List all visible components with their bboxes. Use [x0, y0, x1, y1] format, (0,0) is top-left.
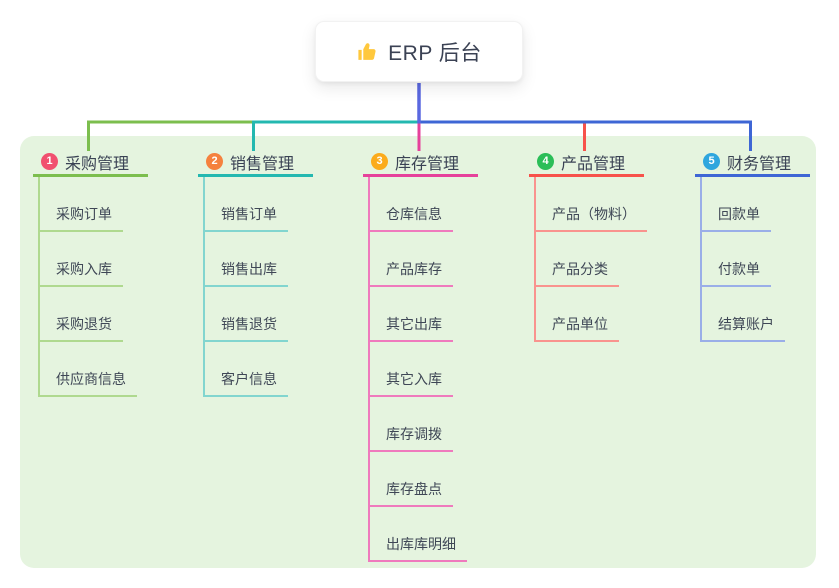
child-node[interactable]: 出库库明细 [370, 534, 467, 562]
child-node-row: 库存盘点 [370, 452, 513, 507]
child-node[interactable]: 销售订单 [205, 204, 288, 232]
child-node[interactable]: 采购退货 [40, 314, 123, 342]
thumbs-up-icon [358, 43, 376, 60]
child-node[interactable]: 库存调拨 [370, 424, 453, 452]
branch-children-group: 仓库信息产品库存其它出库其它入库库存调拨库存盘点出库库明细 [368, 177, 513, 562]
branch-heading-node[interactable]: 1 采购管理 [33, 146, 148, 177]
root-title: ERP 后台 [388, 41, 482, 65]
child-node[interactable]: 销售退货 [205, 314, 288, 342]
branch-heading-node[interactable]: 3 库存管理 [363, 146, 478, 177]
child-node[interactable]: 回款单 [702, 204, 771, 232]
branch-column-5: 5 财务管理回款单付款单结算账户 [695, 146, 839, 342]
child-node-row: 供应商信息 [40, 342, 183, 397]
child-node[interactable]: 其它入库 [370, 369, 453, 397]
branch-number-badge: 2 [206, 153, 223, 170]
branch-children-group: 产品（物料） 产品分类产品单位 [534, 177, 679, 342]
child-node[interactable]: 销售出库 [205, 259, 288, 287]
child-node-row: 采购订单 [40, 177, 183, 232]
child-node-row: 产品单位 [536, 287, 679, 342]
child-node[interactable]: 采购入库 [40, 259, 123, 287]
branch-children-group: 采购订单采购入库采购退货供应商信息 [38, 177, 183, 397]
child-node-row: 销售订单 [205, 177, 348, 232]
child-node[interactable]: 产品（物料） [536, 204, 647, 232]
child-node[interactable]: 其它出库 [370, 314, 453, 342]
branch-label: 采购管理 [65, 155, 130, 173]
branch-children-group: 回款单付款单结算账户 [700, 177, 839, 342]
child-node[interactable]: 产品库存 [370, 259, 453, 287]
branch-label: 库存管理 [395, 155, 460, 173]
child-node-row: 销售退货 [205, 287, 348, 342]
child-node[interactable]: 采购订单 [40, 204, 123, 232]
branch-label: 销售管理 [230, 155, 295, 173]
child-node-row: 采购退货 [40, 287, 183, 342]
branch-column-1: 1 采购管理采购订单采购入库采购退货供应商信息 [33, 146, 183, 397]
branch-number-badge: 4 [537, 153, 554, 170]
branch-column-4: 4 产品管理产品（物料） 产品分类产品单位 [529, 146, 679, 342]
branch-heading-node[interactable]: 5 财务管理 [695, 146, 810, 177]
child-node[interactable]: 付款单 [702, 259, 771, 287]
child-node[interactable]: 结算账户 [702, 314, 785, 342]
branch-column-2: 2 销售管理销售订单销售出库销售退货客户信息 [198, 146, 348, 397]
branch-column-3: 3 库存管理仓库信息产品库存其它出库其它入库库存调拨库存盘点出库库明细 [363, 146, 513, 562]
child-node[interactable]: 客户信息 [205, 369, 288, 397]
child-node-row: 其它出库 [370, 287, 513, 342]
mindmap-panel: 1 采购管理采购订单采购入库采购退货供应商信息 2 销售管理销售订单销售出库销售退货客… [20, 136, 816, 568]
branch-number-badge: 1 [41, 153, 58, 170]
child-node[interactable]: 仓库信息 [370, 204, 453, 232]
child-node-row: 产品分类 [536, 232, 679, 287]
child-node-row: 产品库存 [370, 232, 513, 287]
child-node-row: 回款单 [702, 177, 839, 232]
child-node-row: 结算账户 [702, 287, 839, 342]
child-node-row: 付款单 [702, 232, 839, 287]
branch-label: 财务管理 [727, 155, 792, 173]
child-node-row: 销售出库 [205, 232, 348, 287]
branch-number-badge: 5 [703, 153, 720, 170]
branch-heading-node[interactable]: 2 销售管理 [198, 146, 313, 177]
child-node[interactable]: 产品单位 [536, 314, 619, 342]
child-node[interactable]: 供应商信息 [40, 369, 137, 397]
child-node-row: 仓库信息 [370, 177, 513, 232]
child-node-row: 产品（物料） [536, 177, 679, 232]
child-node-row: 客户信息 [205, 342, 348, 397]
branch-label: 产品管理 [561, 155, 626, 173]
child-node[interactable]: 库存盘点 [370, 479, 453, 507]
branch-number-badge: 3 [371, 153, 388, 170]
child-node[interactable]: 产品分类 [536, 259, 619, 287]
branch-heading-node[interactable]: 4 产品管理 [529, 146, 644, 177]
root-node[interactable]: ERP 后台 [315, 21, 523, 82]
child-node-row: 其它入库 [370, 342, 513, 397]
branch-children-group: 销售订单销售出库销售退货客户信息 [203, 177, 348, 397]
child-node-row: 出库库明细 [370, 507, 513, 562]
child-node-row: 库存调拨 [370, 397, 513, 452]
child-node-row: 采购入库 [40, 232, 183, 287]
